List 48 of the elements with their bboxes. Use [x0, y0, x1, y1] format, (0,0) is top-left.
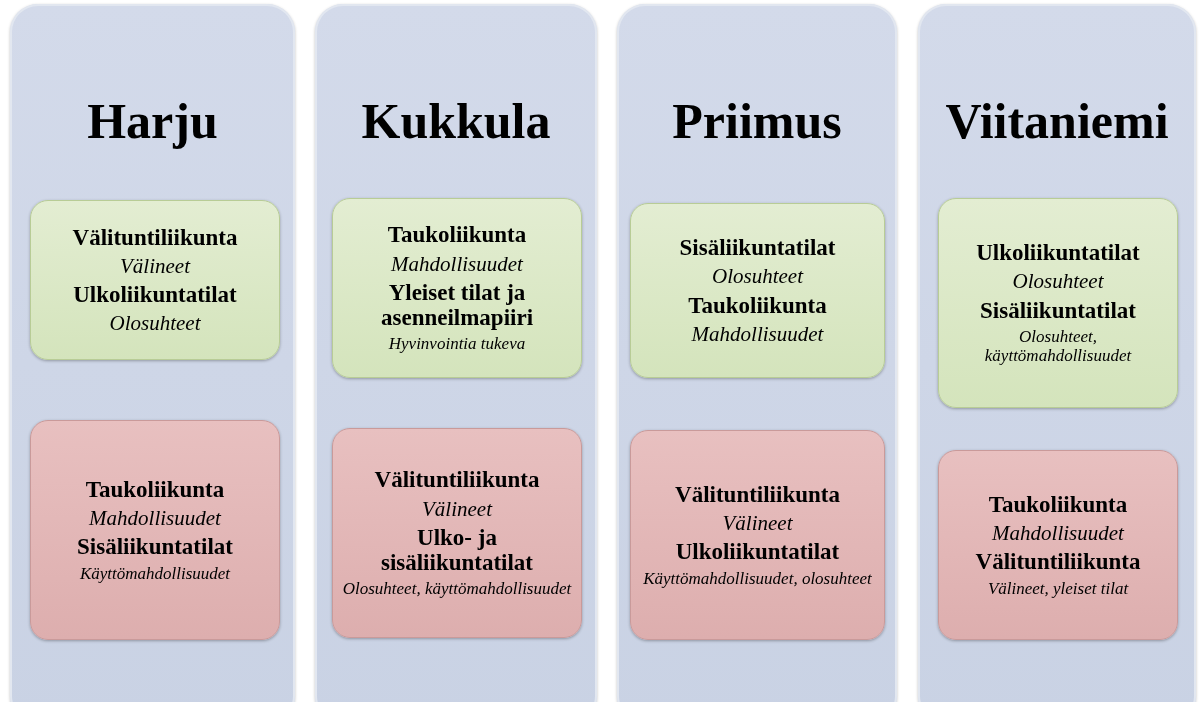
topic-detail: Mahdollisuudet: [89, 506, 221, 531]
topic-detail: Olosuhteet: [712, 264, 803, 289]
school-panel: [918, 4, 1196, 702]
category-box: [332, 428, 582, 638]
topic-detail: Olosuhteet: [109, 311, 201, 336]
topic-title: Ulkoliikuntatilat: [976, 240, 1140, 266]
topic-title: Välituntiliikunta: [675, 481, 840, 508]
category-box: [938, 198, 1178, 408]
topic-title: Taukoliikunta: [387, 222, 527, 248]
topic-detail: Välineet, yleiset tilat: [987, 578, 1129, 599]
topic-detail: Olosuhteet, käyttömahdollisuudet: [983, 326, 1133, 366]
school-panel: [10, 4, 295, 702]
topic-title: Ulkoliikuntatilat: [675, 539, 840, 565]
topic-detail: Välineet: [422, 496, 492, 521]
category-box: [332, 198, 582, 378]
topic-detail: Käyttömahdollisuudet, olosuhteet: [643, 568, 872, 589]
topic-detail: Välineet: [722, 511, 793, 536]
topic-title: Yleiset tilat ja asenneilmapiiri: [379, 279, 535, 331]
topic-detail: Välineet: [120, 253, 190, 278]
topic-title: Sisäliikuntatilat: [980, 297, 1136, 323]
category-box: [630, 430, 885, 640]
topic-title: Sisäliikuntatilat: [679, 235, 836, 261]
topic-title: Ulko- ja sisäliikuntatilat: [379, 524, 535, 576]
topic-title: Välituntiliikunta: [975, 549, 1141, 575]
school-name: Harju: [86, 92, 219, 150]
topic-title: Taukoliikunta: [85, 476, 225, 503]
topic-detail: Käyttömahdollisuudet: [79, 563, 231, 584]
school-name: Kukkula: [360, 92, 552, 150]
category-box: [938, 450, 1178, 640]
school-panel: [315, 4, 597, 702]
topic-title: Ulkoliikuntatilat: [73, 282, 237, 308]
topic-title: Välituntiliikunta: [374, 467, 540, 493]
category-box: [30, 420, 280, 640]
topic-title: Sisäliikuntatilat: [77, 534, 233, 560]
school-panel: [617, 4, 897, 702]
category-box: [30, 200, 280, 360]
topic-detail: Mahdollisuudet: [992, 521, 1124, 546]
school-name: Viitaniemi: [944, 92, 1170, 150]
topic-detail: Mahdollisuudet: [691, 321, 824, 346]
school-name: Priimus: [671, 92, 843, 150]
topic-title: Taukoliikunta: [988, 491, 1128, 518]
category-box: [630, 203, 885, 378]
topic-detail: Hyvinvointia tukeva: [388, 334, 526, 354]
topic-title: Taukoliikunta: [688, 292, 827, 318]
topic-title: Välituntiliikunta: [72, 224, 238, 250]
topic-detail: Mahdollisuudet: [391, 251, 523, 276]
topic-detail: Olosuhteet: [1012, 269, 1104, 294]
topic-detail: Olosuhteet, käyttömahdollisuudet: [342, 579, 572, 599]
